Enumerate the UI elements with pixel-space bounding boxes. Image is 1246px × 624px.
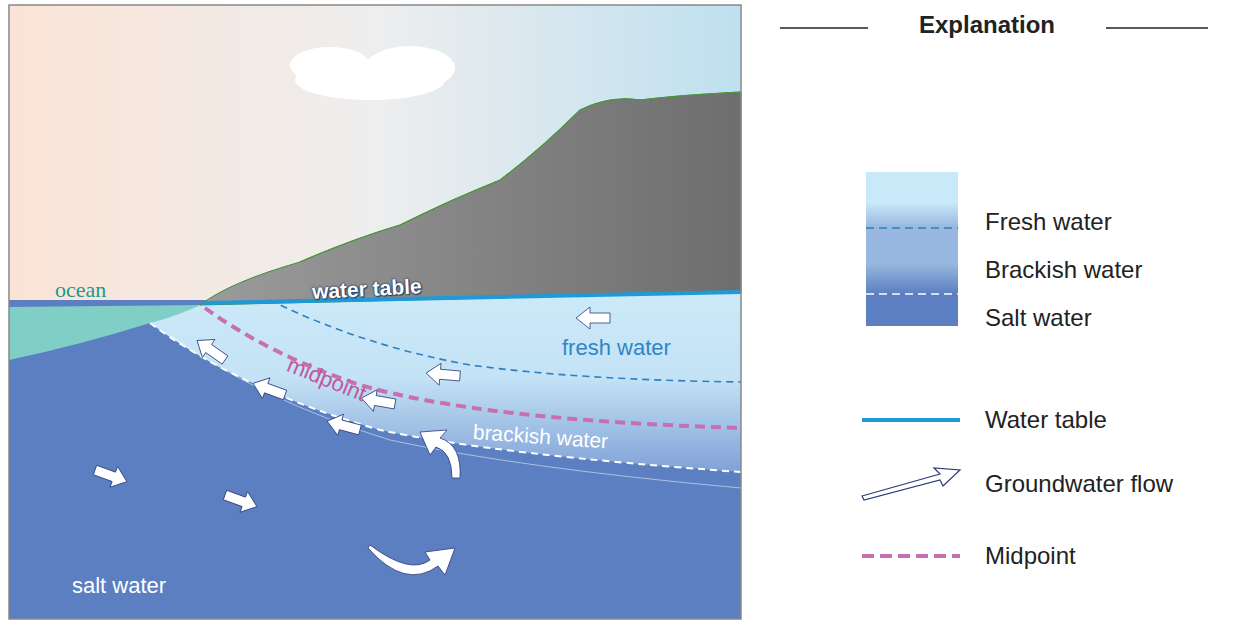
region-label: fresh water bbox=[562, 336, 671, 360]
legend-text: Midpoint bbox=[985, 544, 1076, 568]
legend-text: Groundwater flow bbox=[985, 472, 1173, 496]
legend-text: Salt water bbox=[985, 306, 1092, 330]
legend-text: Fresh water bbox=[985, 210, 1112, 234]
region-label: salt water bbox=[72, 574, 166, 598]
legend-swatch bbox=[866, 172, 958, 228]
legend-graphics bbox=[780, 28, 1208, 556]
legend-heading: Explanation bbox=[919, 12, 1055, 38]
legend-text: Water table bbox=[985, 408, 1107, 432]
legend-text: Brackish water bbox=[985, 258, 1142, 282]
illustration-frame bbox=[9, 5, 741, 619]
region-label: ocean bbox=[55, 278, 106, 302]
legend-swatch bbox=[866, 294, 958, 326]
legend-swatch bbox=[866, 228, 958, 294]
